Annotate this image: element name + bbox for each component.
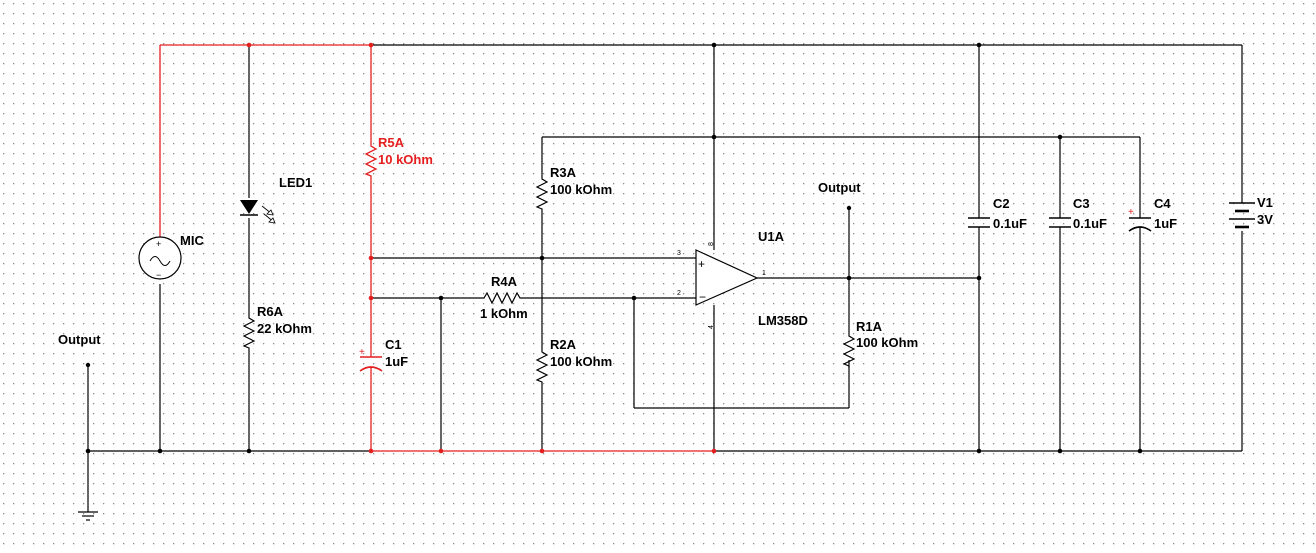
r1a-value: 100 kOhm bbox=[856, 335, 918, 350]
r5a-value: 10 kOhm bbox=[378, 152, 433, 167]
r3a-resistor[interactable] bbox=[535, 176, 549, 211]
mic-plus-sign: + bbox=[156, 239, 161, 249]
c4-polarity-plus: + bbox=[1128, 207, 1134, 218]
u1a-ref: U1A bbox=[758, 229, 785, 244]
led1-diode[interactable] bbox=[240, 200, 276, 224]
junction-dots bbox=[85, 42, 1143, 454]
c3-capacitor[interactable] bbox=[1049, 217, 1071, 228]
output-right-label: Output bbox=[818, 180, 861, 195]
c4-capacitor[interactable]: + bbox=[1128, 207, 1152, 232]
r4a-resistor[interactable] bbox=[480, 291, 524, 305]
r4a-value: 1 kOhm bbox=[480, 306, 528, 321]
c1-ref: C1 bbox=[385, 337, 402, 352]
pin-1-label: 1 bbox=[762, 270, 766, 277]
u1a-opamp[interactable]: + − 3 2 1 8 4 bbox=[677, 242, 766, 329]
v1-ref: V1 bbox=[1257, 195, 1273, 210]
led1-label: LED1 bbox=[279, 175, 312, 190]
pin-4-label: 4 bbox=[708, 325, 715, 329]
c2-capacitor[interactable] bbox=[968, 217, 990, 228]
v1-battery[interactable] bbox=[1229, 202, 1255, 229]
r2a-resistor[interactable] bbox=[535, 349, 549, 384]
c4-ref: C4 bbox=[1154, 196, 1171, 211]
r2a-ref: R2A bbox=[550, 337, 577, 352]
c2-ref: C2 bbox=[993, 196, 1010, 211]
c3-value: 0.1uF bbox=[1073, 216, 1107, 231]
r3a-ref: R3A bbox=[550, 165, 577, 180]
ground-symbol bbox=[78, 511, 98, 521]
r6a-resistor[interactable] bbox=[242, 315, 256, 350]
pin-2-label: 2 bbox=[677, 290, 681, 297]
pin-3-label: 3 bbox=[677, 250, 681, 257]
mic-minus-sign: − bbox=[156, 270, 161, 280]
r3a-value: 100 kOhm bbox=[550, 182, 612, 197]
r4a-ref: R4A bbox=[491, 274, 518, 289]
c2-value: 0.1uF bbox=[993, 216, 1027, 231]
mic-source[interactable]: + − bbox=[138, 236, 182, 280]
opamp-minus-input: − bbox=[699, 290, 706, 304]
pin-8-label: 8 bbox=[708, 242, 715, 246]
r5a-resistor[interactable] bbox=[364, 143, 378, 178]
r5a-ref: R5A bbox=[378, 135, 405, 150]
output-left-label: Output bbox=[58, 332, 101, 347]
r6a-ref: R6A bbox=[257, 304, 284, 319]
r6a-value: 22 kOhm bbox=[257, 321, 312, 336]
output-left-terminal[interactable] bbox=[85, 362, 91, 368]
u1a-part: LM358D bbox=[758, 313, 808, 328]
output-right-terminal[interactable] bbox=[846, 205, 852, 211]
c1-value: 1uF bbox=[385, 354, 408, 369]
v1-value: 3V bbox=[1257, 212, 1273, 227]
r1a-resistor[interactable] bbox=[842, 333, 856, 368]
c1-polarity-plus: + bbox=[359, 347, 365, 358]
c4-value: 1uF bbox=[1154, 216, 1177, 231]
c3-ref: C3 bbox=[1073, 196, 1090, 211]
r2a-value: 100 kOhm bbox=[550, 354, 612, 369]
light-emission-icon bbox=[261, 205, 276, 224]
r1a-ref: R1A bbox=[856, 319, 883, 334]
opamp-plus-input: + bbox=[698, 257, 705, 271]
mic-label: MIC bbox=[180, 233, 204, 248]
c1-capacitor[interactable]: + bbox=[359, 347, 383, 374]
